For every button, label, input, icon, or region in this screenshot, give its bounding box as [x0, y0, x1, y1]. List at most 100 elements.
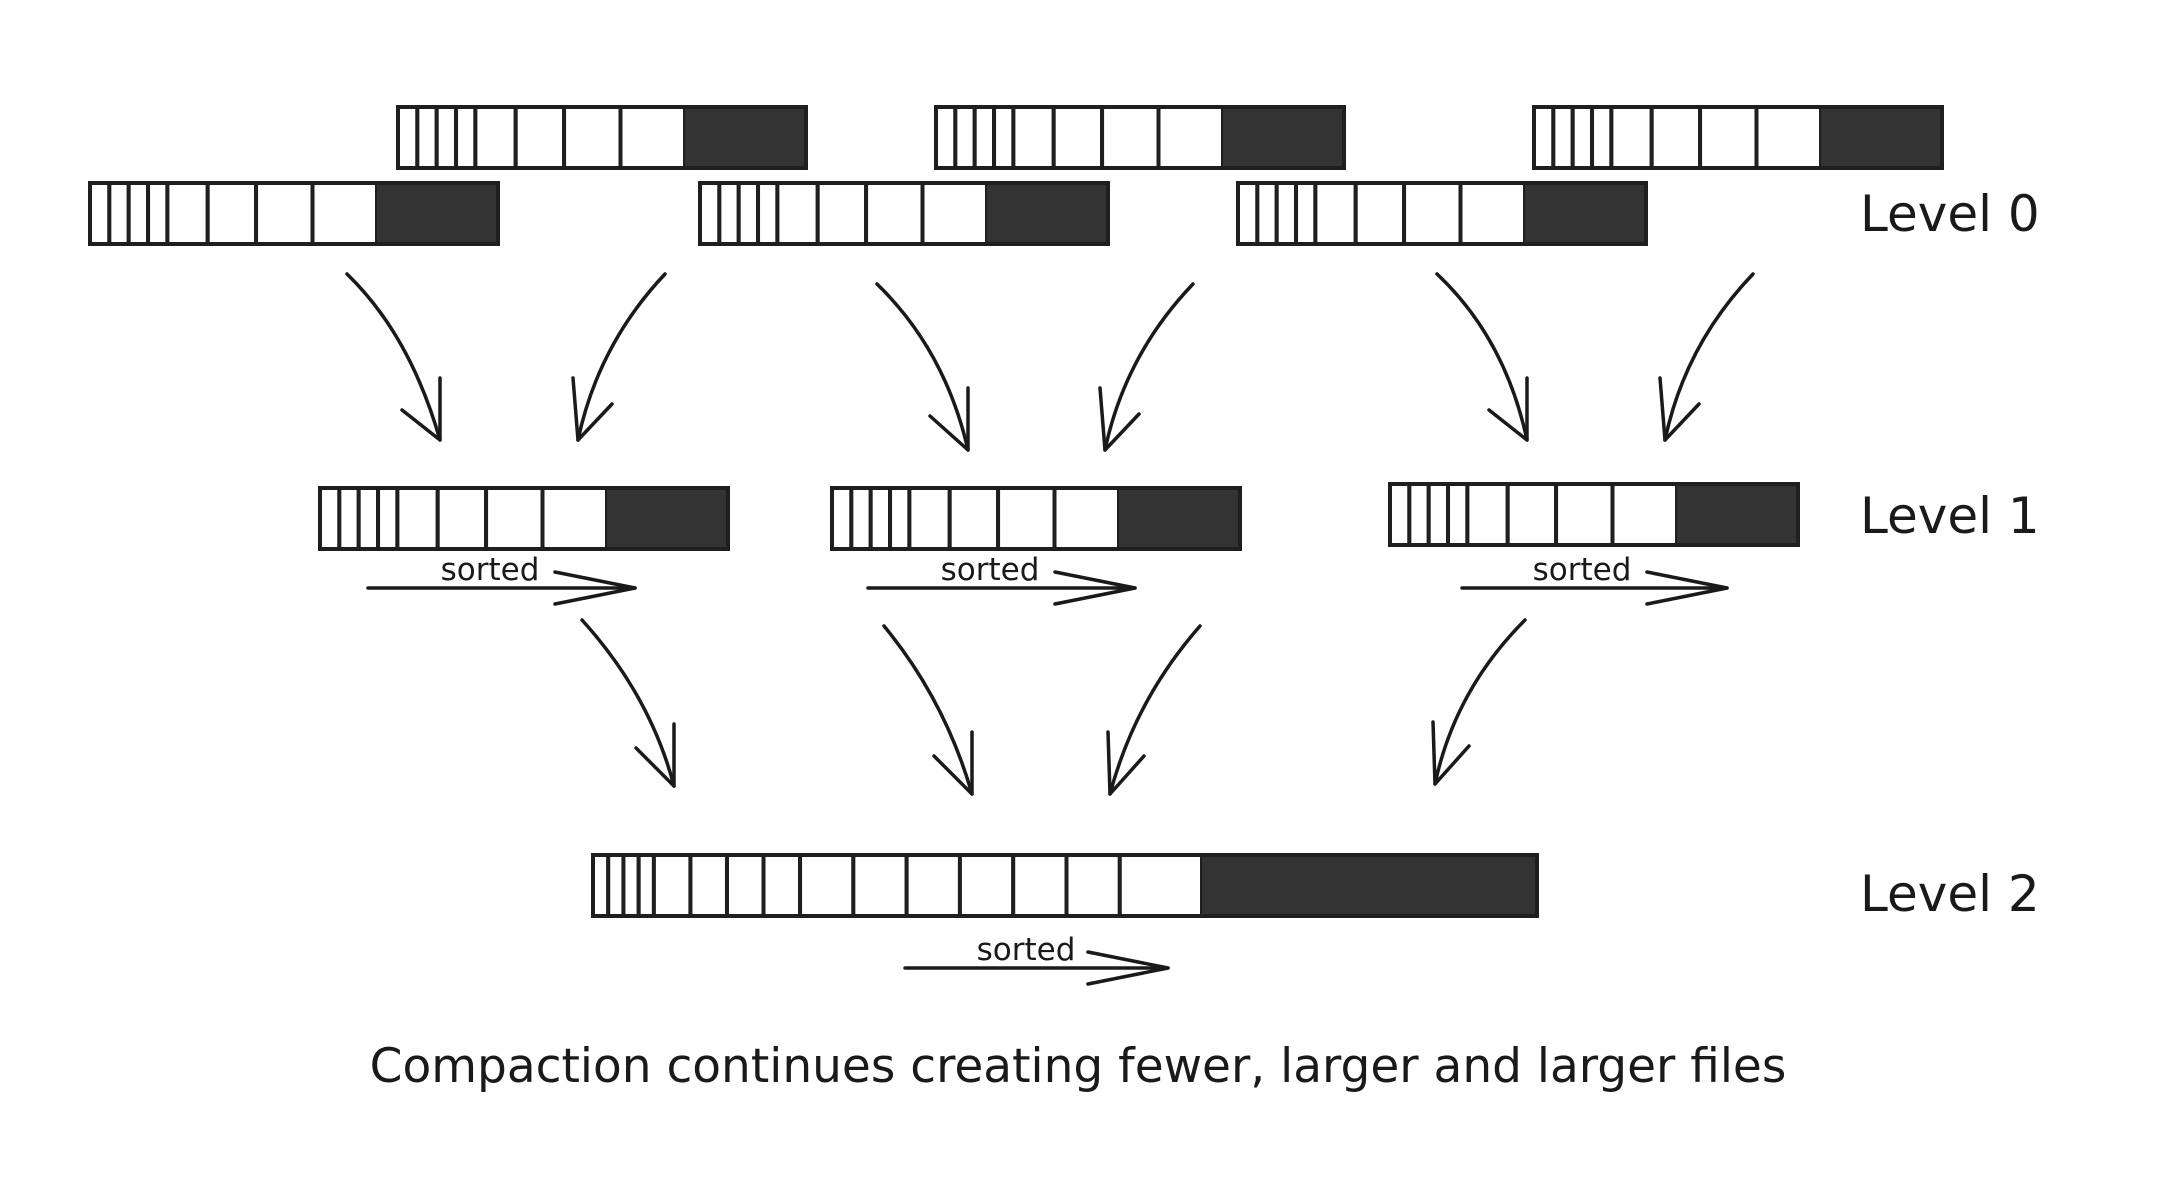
file-cell: [454, 105, 478, 170]
file-cell: [1294, 181, 1318, 246]
file-cell: [146, 181, 170, 246]
merge-arrow: [571, 272, 667, 442]
file-cell: [310, 181, 379, 246]
file-cell: [1255, 181, 1279, 246]
file-cell: [621, 853, 641, 918]
file-cell: [88, 181, 112, 246]
file-cell: [1236, 181, 1260, 246]
file-cell: [356, 486, 381, 551]
file-cell: [562, 105, 623, 170]
file-cell: [1609, 105, 1654, 170]
file-outline: [1236, 181, 1648, 246]
file-cell: [849, 486, 873, 551]
file-cell: [1407, 482, 1431, 547]
file-cell: [513, 105, 567, 170]
file-cell: [717, 181, 741, 246]
file-cell: [126, 181, 151, 246]
file-cell: [1313, 181, 1358, 246]
file-cell: [953, 105, 977, 170]
file-cell: [724, 853, 766, 918]
file-cell: [434, 105, 459, 170]
file-cell: [484, 486, 545, 551]
file-block: [830, 486, 1242, 551]
sorted-annotation: sorted: [366, 552, 637, 606]
file-cell: [904, 853, 962, 918]
sorted-annotation: sorted: [866, 552, 1137, 606]
file-cell: [851, 853, 909, 918]
file-filled-region: [1119, 488, 1240, 549]
file-cell: [864, 181, 925, 246]
file-cell: [934, 105, 958, 170]
file-outline: [934, 105, 1346, 170]
merge-arrow: [882, 624, 974, 796]
file-cell: [798, 853, 856, 918]
file-cell: [396, 105, 420, 170]
merge-arrow: [1098, 282, 1195, 452]
file-cell: [1051, 105, 1105, 170]
file-filled-region: [1821, 107, 1942, 168]
file-cell: [205, 181, 259, 246]
level-0-files: [88, 105, 1944, 246]
file-cell: [1649, 105, 1703, 170]
file-outline: [318, 486, 730, 551]
merge-arrow: [1658, 272, 1755, 442]
file-cell: [1402, 181, 1463, 246]
level-1-sorted-arrows: sorted sorted sorted: [366, 552, 1729, 606]
arrows-level0-to-level1: [345, 272, 1755, 452]
file-cell: [591, 853, 611, 918]
merge-arrow: [1106, 624, 1202, 796]
file-cell: [698, 181, 722, 246]
file-cell: [651, 853, 693, 918]
file-block: [591, 853, 1539, 918]
file-cell: [1052, 486, 1121, 551]
file-cell: [1156, 105, 1225, 170]
file-cell: [1011, 853, 1069, 918]
file-filled-region: [1223, 107, 1344, 168]
file-block: [88, 181, 500, 246]
file-block: [396, 105, 808, 170]
file-cell: [1388, 482, 1412, 547]
file-block: [318, 486, 730, 551]
file-cell: [1274, 181, 1299, 246]
file-cell: [473, 105, 518, 170]
file-cell: [395, 486, 440, 551]
file-cell: [888, 486, 912, 551]
file-outline: [1532, 105, 1944, 170]
level-1-files: [318, 482, 1800, 551]
file-cell: [868, 486, 893, 551]
file-block: [698, 181, 1110, 246]
file-cell: [636, 853, 656, 918]
file-cell: [815, 181, 869, 246]
file-cell: [540, 486, 609, 551]
file-cell: [830, 486, 854, 551]
file-cell: [1610, 482, 1679, 547]
file-cell: [761, 853, 803, 918]
file-cell: [688, 853, 729, 918]
file-filled-region: [1525, 183, 1646, 244]
file-cell: [736, 181, 761, 246]
file-cell: [947, 486, 1001, 551]
file-outline: [1388, 482, 1800, 547]
sorted-label: sorted: [941, 552, 1040, 588]
file-cell: [1554, 482, 1615, 547]
arrows-level1-to-level2: [580, 618, 1527, 796]
merge-arrow: [1435, 272, 1529, 442]
file-cell: [992, 105, 1016, 170]
file-cell: [1011, 105, 1056, 170]
file-cell: [1754, 105, 1823, 170]
file-cell: [1064, 853, 1122, 918]
file-filled-region: [685, 107, 806, 168]
file-cell: [618, 105, 687, 170]
file-cell: [435, 486, 489, 551]
file-cell: [1117, 853, 1205, 918]
file-cell: [318, 486, 342, 551]
merge-arrow: [345, 272, 442, 442]
file-cell: [1570, 105, 1595, 170]
sorted-annotation: sorted: [1460, 552, 1729, 606]
file-cell: [1698, 105, 1759, 170]
file-filled-region: [987, 183, 1108, 244]
file-cell: [957, 853, 1016, 918]
file-outline: [698, 181, 1110, 246]
file-cell: [1446, 482, 1470, 547]
file-cell: [775, 181, 820, 246]
